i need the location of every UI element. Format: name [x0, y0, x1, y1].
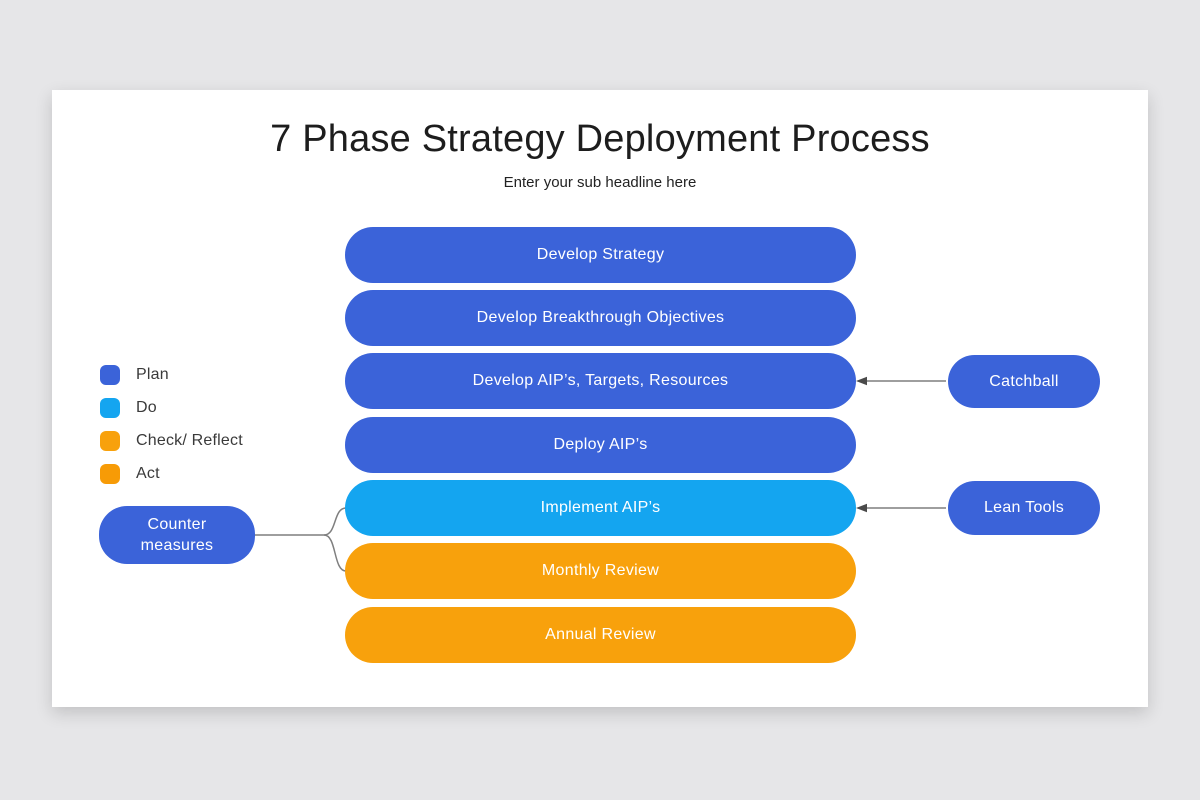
phase-develop-strategy: Develop Strategy	[345, 227, 856, 283]
phase-label: Develop Breakthrough Objectives	[476, 309, 725, 326]
phase-monthly-review: Monthly Review	[345, 543, 856, 599]
legend-label-plan: Plan	[136, 366, 169, 383]
page-title: 7 Phase Strategy Deployment Process	[270, 118, 930, 160]
plan-color-swatch	[100, 365, 120, 385]
counter-measures-pill: Counter measures	[99, 506, 255, 564]
legend-item-check-reflect: Check/ Reflect	[100, 431, 243, 451]
phase-develop-breakthrough-objectives: Develop Breakthrough Objectives	[345, 290, 856, 346]
phase-label: Monthly Review	[541, 562, 660, 579]
phase-label: Implement AIP’s	[540, 499, 661, 516]
catchball-arrowhead-icon	[856, 376, 867, 386]
slide-card: 7 Phase Strategy Deployment Process Ente…	[52, 90, 1148, 707]
legend-item-do: Do	[100, 398, 243, 418]
do-color-swatch	[100, 398, 120, 418]
phase-annual-review: Annual Review	[345, 607, 856, 663]
act-color-swatch	[100, 464, 120, 484]
counter-measures-branch-up	[323, 507, 347, 536]
catchball-pill: Catchball	[948, 355, 1100, 408]
lean-tools-pill: Lean Tools	[948, 481, 1100, 535]
phase-label: Deploy AIP’s	[553, 436, 648, 453]
phase-implement-aips: Implement AIP’s	[345, 480, 856, 536]
legend-label-do: Do	[136, 399, 157, 416]
legend-label-check-reflect: Check/ Reflect	[136, 432, 243, 449]
counter-measures-label: Counter measures	[140, 516, 214, 554]
counter-measures-branch-down	[323, 534, 347, 572]
phase-label: Develop AIP’s, Targets, Resources	[472, 372, 729, 389]
catchball-label: Catchball	[989, 372, 1059, 390]
page-subtitle: Enter your sub headline here	[503, 174, 697, 191]
lean-tools-label: Lean Tools	[983, 499, 1065, 516]
legend: Plan Do Check/ Reflect Act	[100, 365, 243, 484]
legend-label-act: Act	[136, 465, 160, 482]
phase-develop-aips-targets-resources: Develop AIP’s, Targets, Resources	[345, 353, 856, 409]
phase-deploy-aips: Deploy AIP’s	[345, 417, 856, 473]
legend-item-act: Act	[100, 464, 243, 484]
check-reflect-color-swatch	[100, 431, 120, 451]
lean-tools-arrowhead-icon	[856, 503, 867, 513]
phase-label: Annual Review	[545, 626, 656, 643]
phase-label: Develop Strategy	[536, 246, 665, 263]
legend-item-plan: Plan	[100, 365, 243, 385]
